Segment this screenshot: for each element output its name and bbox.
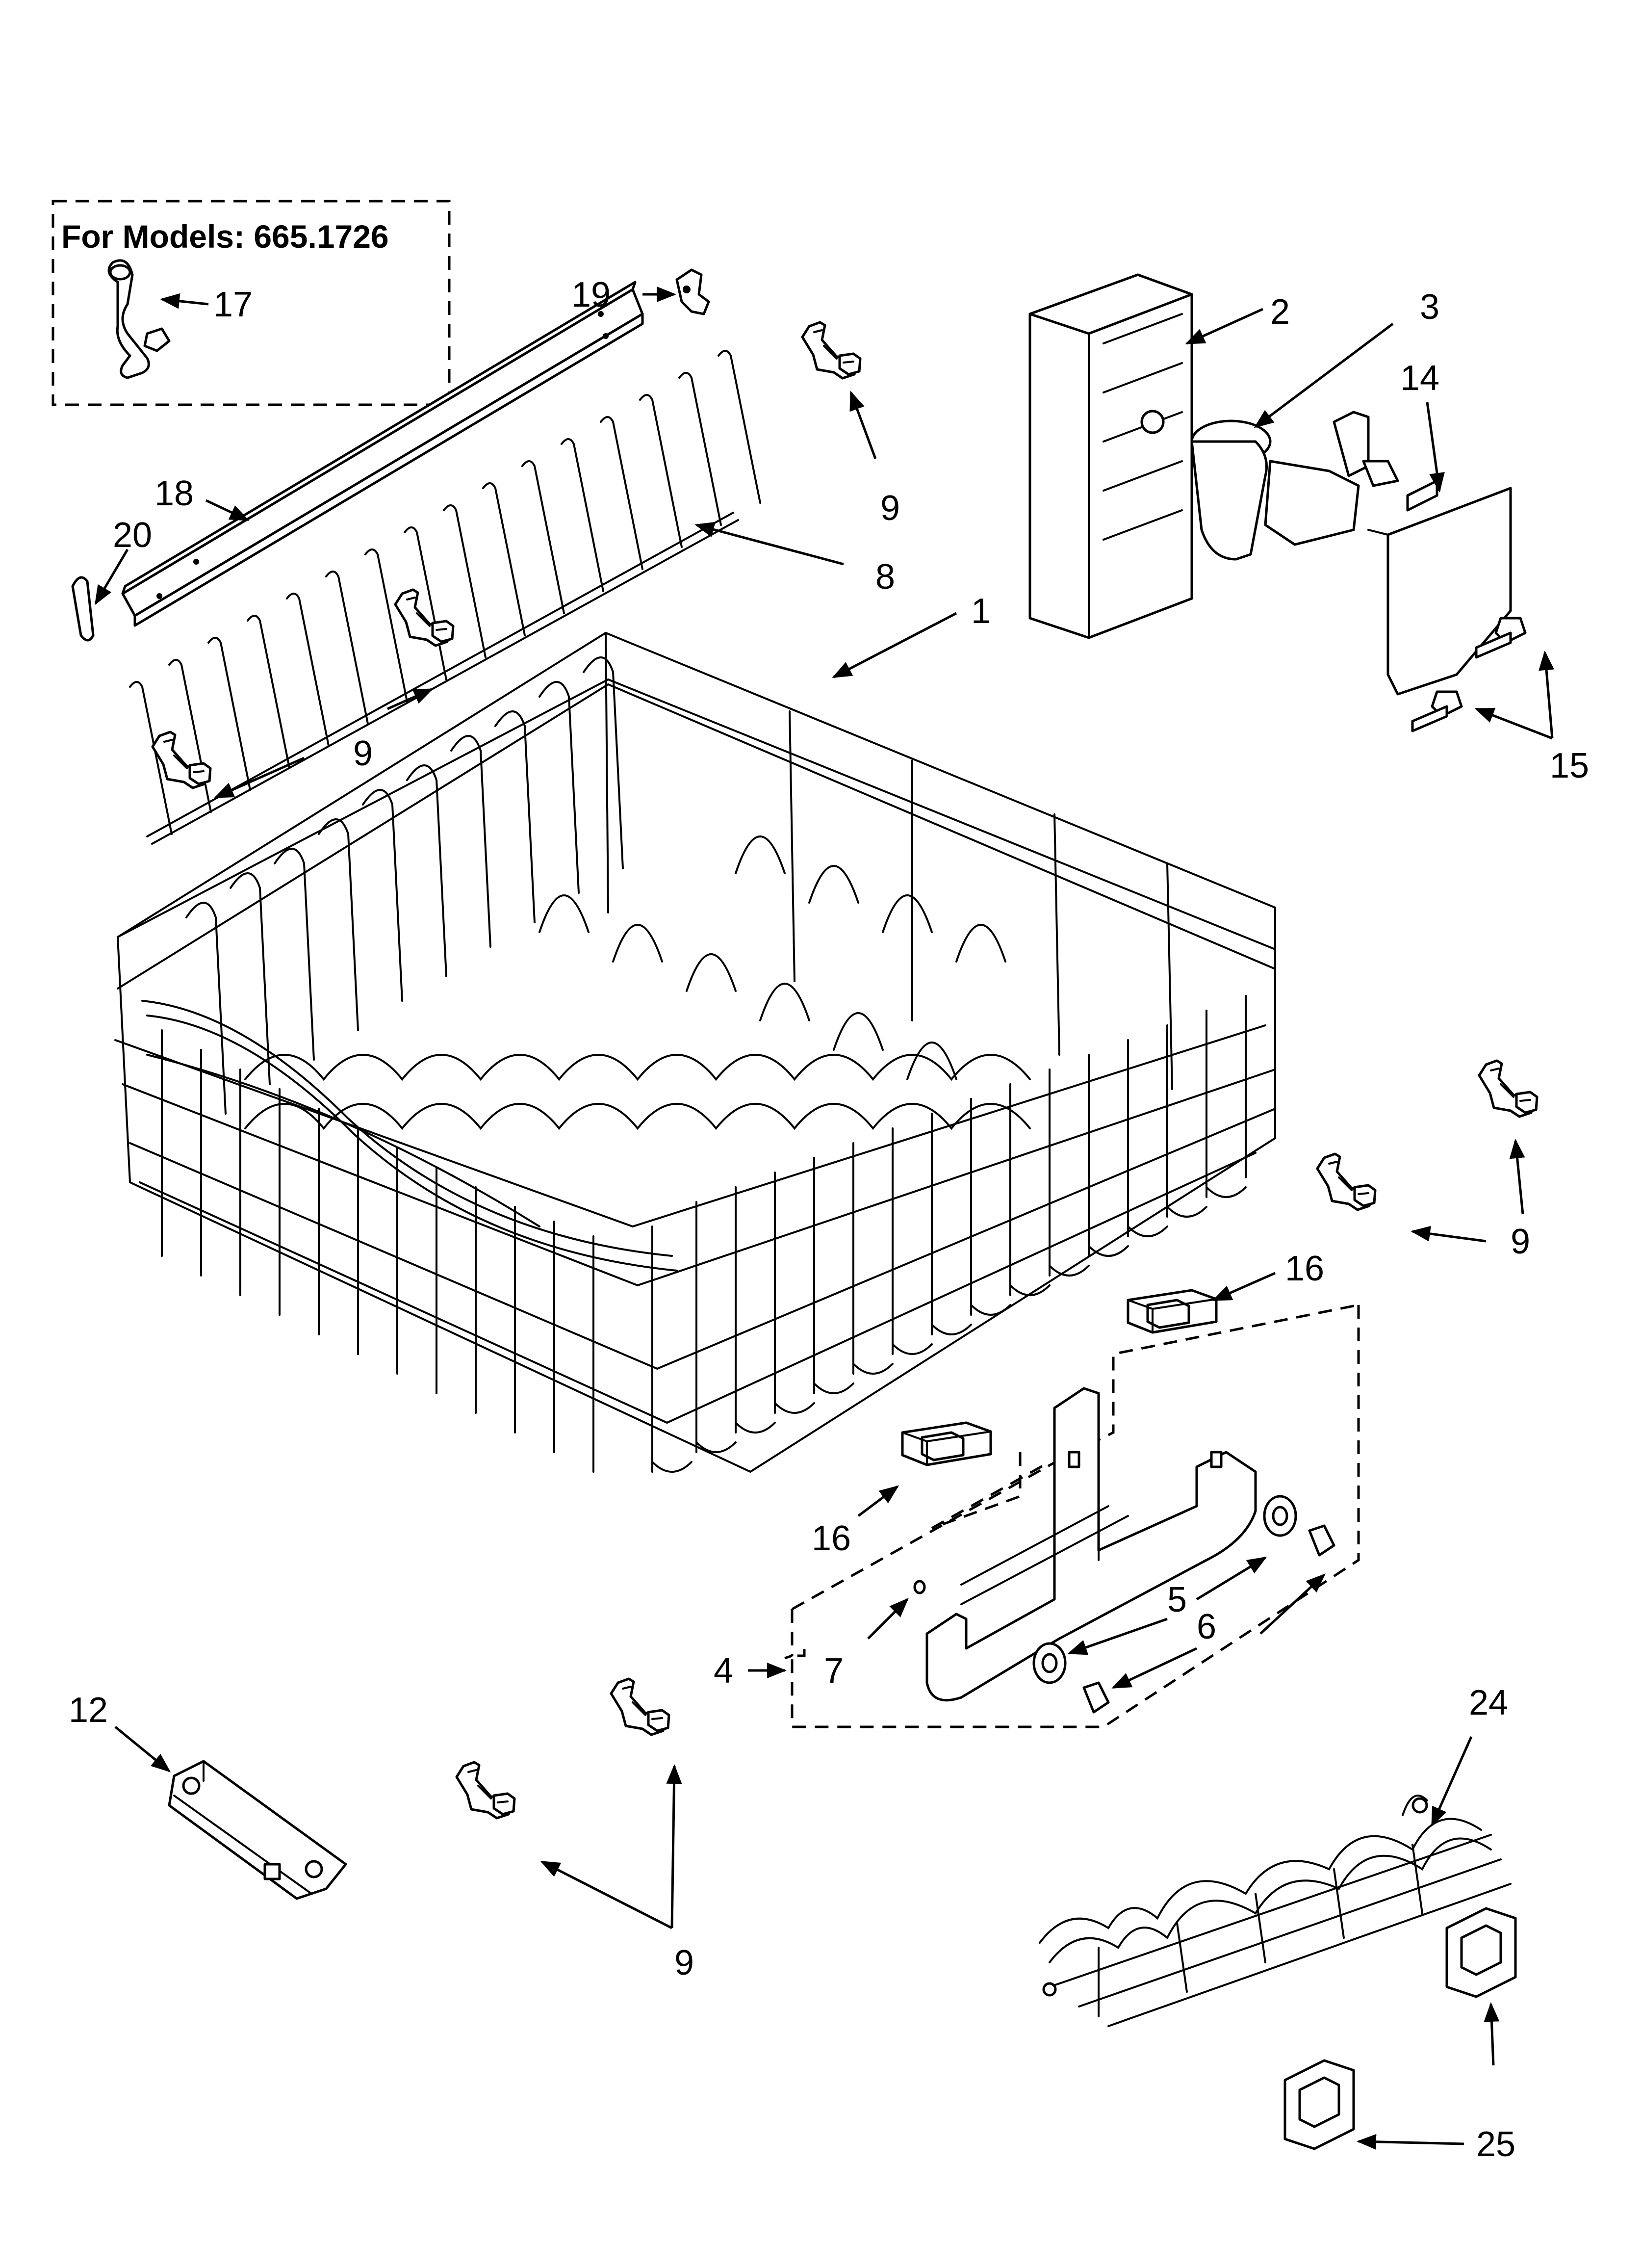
callout-5: 5: [1167, 1580, 1187, 1619]
callout-3: 3: [1420, 287, 1439, 327]
callout-16b: 16: [812, 1519, 851, 1558]
callout-9a: 9: [880, 489, 900, 528]
part-8-tine-row-icon: [129, 350, 761, 845]
part-25-clip-icon: [1283, 1907, 1517, 2150]
models-box-title: For Models: 665.1726: [61, 218, 389, 255]
part-9-bracket-icon: [457, 1762, 514, 1818]
callout-15: 15: [1550, 746, 1589, 785]
part-6-axle-icon: [1082, 1524, 1335, 1714]
part-15-screw-icon: [1411, 617, 1527, 732]
part-9-bracket-icon: [611, 1679, 669, 1735]
part-9-bracket-icon: [1317, 1154, 1375, 1210]
part-5-wheel-icon: [1032, 1495, 1297, 1684]
callout-12: 12: [69, 1691, 108, 1730]
callout-1: 1: [971, 592, 991, 631]
part-19-clip-icon: [675, 268, 710, 315]
part-3-valve-icon: [1190, 411, 1399, 561]
callout-9d: 9: [674, 1943, 694, 1982]
part-9-bracket-icon: [395, 590, 453, 646]
callout-6: 6: [1197, 1607, 1216, 1646]
callout-4: 4: [714, 1651, 733, 1691]
callout-20: 20: [113, 516, 152, 555]
part-17-clip-icon: [107, 259, 171, 379]
part-7-rivet-icon: [913, 1580, 926, 1594]
part-9-bracket-icon: [1479, 1061, 1537, 1117]
callout-18: 18: [154, 474, 194, 513]
part-24-wire-insert-icon: [1039, 1795, 1512, 2027]
part-4-adjuster-icon: [925, 1387, 1257, 1702]
part-20-pin-icon: [71, 576, 95, 642]
callout-17: 17: [213, 285, 253, 324]
callout-9c: 9: [1511, 1222, 1530, 1261]
callout-9b: 9: [353, 734, 373, 773]
part-9-bracket-icon: [802, 322, 860, 378]
callout-2: 2: [1270, 292, 1290, 332]
part-14-cover-icon: [1367, 479, 1512, 696]
part-18-rail-icon: [121, 281, 644, 627]
part-16-clip-icon: [1128, 1290, 1216, 1332]
callout-16a: 16: [1285, 1249, 1324, 1288]
part-2-housing-icon: [1028, 273, 1193, 639]
part-1-dish-rack-icon: [114, 632, 1276, 1473]
part-12-clip-icon: [168, 1760, 347, 1900]
callout-25: 25: [1476, 2125, 1515, 2164]
models-box: For Models: 665.1726 17: [51, 200, 451, 406]
callout-19: 19: [571, 275, 611, 314]
callout-24: 24: [1469, 1683, 1508, 1722]
part-16-clip-icon: [902, 1423, 991, 1465]
callout-8: 8: [875, 557, 895, 597]
callout-14: 14: [1400, 359, 1439, 398]
callout-7: 7: [824, 1651, 844, 1691]
